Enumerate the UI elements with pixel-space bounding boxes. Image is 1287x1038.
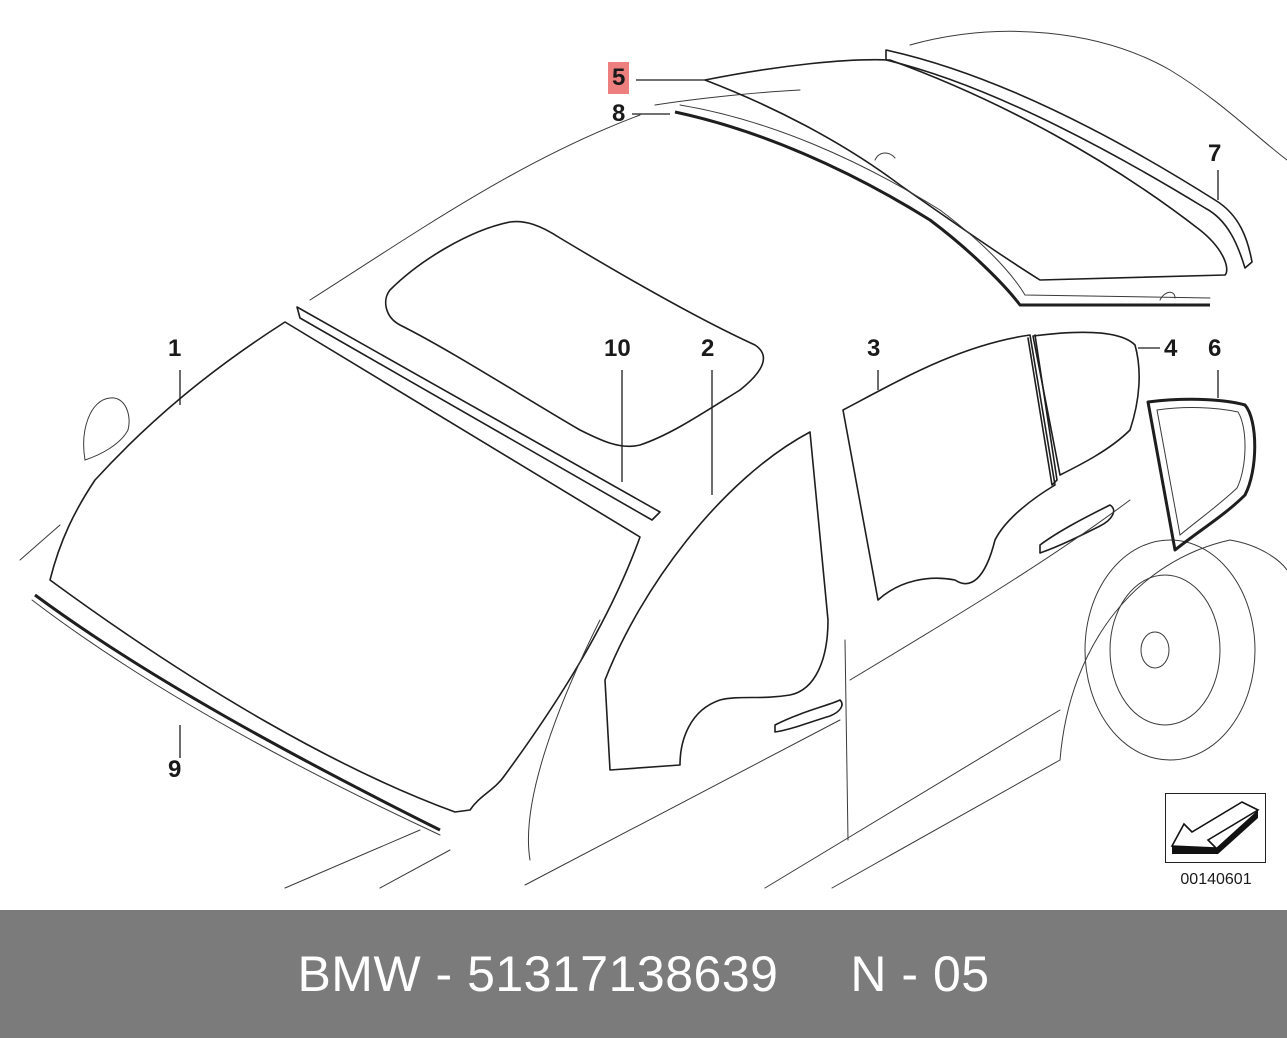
callout-5[interactable]: 5 xyxy=(608,62,630,94)
rear-side-window-inner xyxy=(1156,407,1246,536)
rear-window-seal-inner xyxy=(679,104,1211,299)
front-door-glass xyxy=(604,431,829,771)
roof-outline xyxy=(309,114,641,301)
hood-line-2 xyxy=(284,829,421,889)
callout-2[interactable]: 2 xyxy=(701,335,715,362)
clip-detail-2 xyxy=(1159,291,1176,301)
body-side-line xyxy=(764,499,1131,889)
footer-bar: BMW - 51317138639 N - 05 xyxy=(0,910,1287,1038)
rear-wheel-inner xyxy=(1109,574,1221,726)
windshield-lower-seal-inner xyxy=(31,599,441,836)
rear-door-frame-strip xyxy=(1027,334,1058,486)
parts-diagram: 1 2 3 4 5 6 7 8 9 10 00140601 xyxy=(19,30,1287,889)
callout-9[interactable]: 9 xyxy=(168,756,182,783)
roof-edge-right xyxy=(654,89,801,106)
rear-quarter-glass xyxy=(1032,331,1140,476)
reference-code: 00140601 xyxy=(1180,871,1252,888)
callout-10[interactable]: 10 xyxy=(604,335,631,362)
direction-arrow-icon xyxy=(1170,801,1260,854)
trunk-outline xyxy=(909,30,1287,161)
clip-detail-1 xyxy=(874,152,896,161)
trunk-seal xyxy=(885,49,1253,269)
callout-4[interactable]: 4 xyxy=(1164,335,1178,362)
front-door-handle xyxy=(774,699,843,733)
rear-wheel-hub xyxy=(1140,631,1170,669)
callout-3[interactable]: 3 xyxy=(867,335,881,362)
hood-line-3 xyxy=(379,849,451,889)
part-number-caption: BMW - 51317138639 N - 05 xyxy=(297,946,990,1002)
rear-door-handle xyxy=(1039,504,1115,554)
hood-line xyxy=(19,524,61,561)
rear-window-glass xyxy=(704,58,1228,281)
callout-7[interactable]: 7 xyxy=(1208,140,1222,167)
windshield-glass xyxy=(49,321,641,813)
rear-wheel-outer xyxy=(1084,539,1256,761)
rear-door-glass xyxy=(842,334,1056,601)
wheel-arch xyxy=(1059,539,1287,761)
rear-side-window-frame xyxy=(1146,397,1257,552)
callout-6[interactable]: 6 xyxy=(1208,335,1222,362)
windshield-top-moulding xyxy=(296,306,661,521)
car-glazing-drawing xyxy=(19,30,1287,889)
rear-window-seal xyxy=(674,110,1210,307)
front-door-edge xyxy=(524,619,849,886)
reference-box xyxy=(1165,793,1266,863)
windshield-lower-seal xyxy=(34,593,441,832)
sunroof-panel xyxy=(384,220,765,448)
callout-8[interactable]: 8 xyxy=(612,100,626,127)
mirror-outline xyxy=(83,397,130,461)
callout-1[interactable]: 1 xyxy=(168,335,182,362)
